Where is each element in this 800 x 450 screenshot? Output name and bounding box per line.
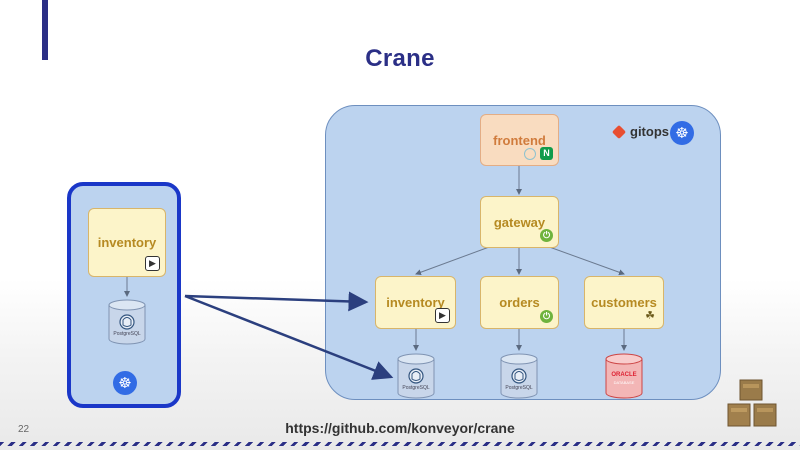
inventory-postgresql-db: PostgreSQL xyxy=(396,352,436,400)
gateway-service: gateway ⏻ xyxy=(480,196,559,248)
migration-arrow-service xyxy=(184,291,369,312)
git-icon xyxy=(611,124,627,139)
database-label: PostgreSQL xyxy=(113,331,141,337)
legacy-postgresql-db: PostgreSQL xyxy=(107,298,147,346)
customers-service: customers ☘ xyxy=(584,276,664,329)
kubernetes-icon: ☸ xyxy=(113,371,137,395)
orders-label: orders xyxy=(499,295,540,310)
accent-bar xyxy=(42,0,48,60)
oracle-sublabel: DATABASE xyxy=(613,380,635,385)
database-cylinder-icon xyxy=(605,353,643,399)
database-cylinder-icon xyxy=(397,353,435,399)
customers-label: customers xyxy=(591,295,657,310)
gitops-label: gitops xyxy=(630,124,669,139)
orders-service: orders ⏻ xyxy=(480,276,559,329)
database-label: PostgreSQL xyxy=(505,385,533,391)
orders-postgresql-db: PostgreSQL xyxy=(499,352,539,400)
repo-url: https://github.com/konveyor/crane xyxy=(285,420,515,436)
stacked-boxes-icon xyxy=(727,379,777,427)
database-cylinder-icon xyxy=(500,353,538,399)
slide-title: Crane xyxy=(365,45,435,72)
customers-oracle-db: ORACLE DATABASE xyxy=(604,352,644,400)
spring-icon: ⏻ xyxy=(540,229,553,242)
kubernetes-icon: ☸ xyxy=(670,121,694,145)
inventory-label: inventory xyxy=(386,295,445,310)
bottom-dashed-border xyxy=(0,442,800,446)
play-icon: ▶ xyxy=(435,308,450,323)
migration-arrow-database xyxy=(184,294,394,380)
legacy-inventory-service: inventory ▶ xyxy=(88,208,166,277)
frontend-service: frontend N xyxy=(480,114,559,166)
slide-number: 22 xyxy=(18,424,30,435)
nginx-icon: N xyxy=(540,147,553,160)
spring-icon: ⏻ xyxy=(540,310,553,323)
ring-icon xyxy=(524,148,536,160)
play-icon: ▶ xyxy=(145,256,160,271)
inventory-service: inventory ▶ xyxy=(375,276,456,329)
database-label: PostgreSQL xyxy=(402,385,430,391)
camel-icon: ☘ xyxy=(645,310,655,322)
database-cylinder-icon xyxy=(108,299,146,345)
frontend-label: frontend xyxy=(493,132,546,148)
gitops-logo: gitops xyxy=(611,124,669,139)
gateway-label: gateway xyxy=(493,214,546,230)
legacy-inventory-label: inventory xyxy=(97,235,157,250)
oracle-label: ORACLE xyxy=(611,372,637,378)
